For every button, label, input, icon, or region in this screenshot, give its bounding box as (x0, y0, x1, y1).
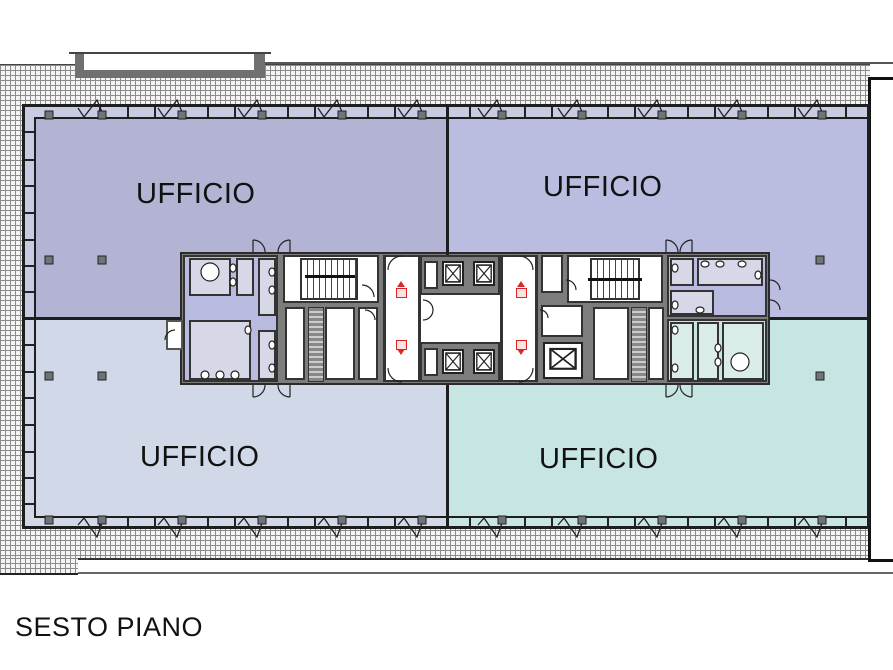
elevator-5[interactable] (543, 342, 583, 379)
washroom-right-upper[interactable] (697, 258, 763, 286)
accessible-wc-right[interactable] (722, 322, 764, 380)
riser-right (631, 307, 647, 382)
wc-stall-left-3[interactable] (258, 330, 276, 380)
accessible-wc-left[interactable] (189, 258, 231, 296)
elevator-cross-icon (445, 264, 461, 283)
top-edge-line (262, 62, 893, 64)
inner-wall-left (34, 117, 36, 517)
elevator-cross-icon (445, 352, 461, 371)
shaft-right (648, 307, 664, 380)
stair-right-rail (588, 278, 642, 281)
elevator-cross-icon (476, 264, 492, 283)
office-label-top-right: UFFICIO (543, 171, 663, 203)
shaft-left-2 (358, 307, 378, 380)
corridor-wall-right (500, 255, 503, 382)
left-core-notch (166, 320, 183, 350)
corridor-wall-far-left (383, 255, 386, 382)
corridor-wall-far-right (535, 255, 538, 382)
lift-side-left-top (424, 261, 438, 289)
exit-sign-icon (516, 288, 527, 298)
elevator-cross-icon (549, 347, 577, 370)
top-balcony-line (69, 52, 271, 54)
wc-stall-left-1[interactable] (236, 258, 254, 296)
wc-stall-right-3[interactable] (670, 322, 694, 380)
stairwell-left[interactable] (300, 258, 358, 300)
lift-side-left-bottom (424, 348, 438, 376)
lobby-right-mid (541, 305, 583, 337)
bottom-ledge (78, 558, 870, 575)
right-frame (868, 77, 893, 562)
elevator-2[interactable] (473, 261, 495, 286)
washroom-left-lower[interactable] (189, 320, 251, 380)
exit-arrow-up-icon (397, 281, 405, 287)
shaft-left-1 (285, 307, 305, 380)
office-label-bottom-right: UFFICIO (539, 443, 659, 475)
perimeter-bottom-band-left (25, 517, 449, 526)
top-balcony-inner (84, 56, 254, 70)
wc-stall-left-2[interactable] (258, 258, 276, 316)
elevator-cross-icon (476, 352, 492, 371)
lobby-right (593, 307, 629, 380)
floor-label: SESTO PIANO (15, 612, 204, 642)
lobby-left (325, 307, 355, 380)
inner-wall-bottom (34, 516, 867, 518)
exit-arrow-down-icon (517, 349, 525, 355)
stair-left-rail (305, 275, 355, 278)
perimeter-bottom-band-right (449, 517, 867, 526)
elevator-4[interactable] (473, 349, 495, 374)
bottom-edge-line (78, 572, 893, 574)
exit-arrow-down-icon (397, 349, 405, 355)
wc-stall-right-2[interactable] (670, 290, 714, 315)
office-label-top-left: UFFICIO (136, 178, 256, 210)
wc-stall-right-1[interactable] (670, 258, 694, 286)
lobby-right-upper (541, 255, 563, 293)
exit-sign-icon (396, 288, 407, 298)
washroom-right-lower[interactable] (697, 322, 719, 380)
elevator-3[interactable] (442, 349, 464, 374)
inner-wall-top (34, 117, 867, 119)
office-label-bottom-left: UFFICIO (140, 441, 260, 473)
exit-arrow-up-icon (517, 281, 525, 287)
bottom-left-hatch (0, 558, 78, 575)
perimeter-bottom-left (25, 318, 35, 526)
corridor-wall-left (418, 255, 421, 382)
elevator-1[interactable] (442, 261, 464, 286)
riser-left (308, 307, 324, 382)
